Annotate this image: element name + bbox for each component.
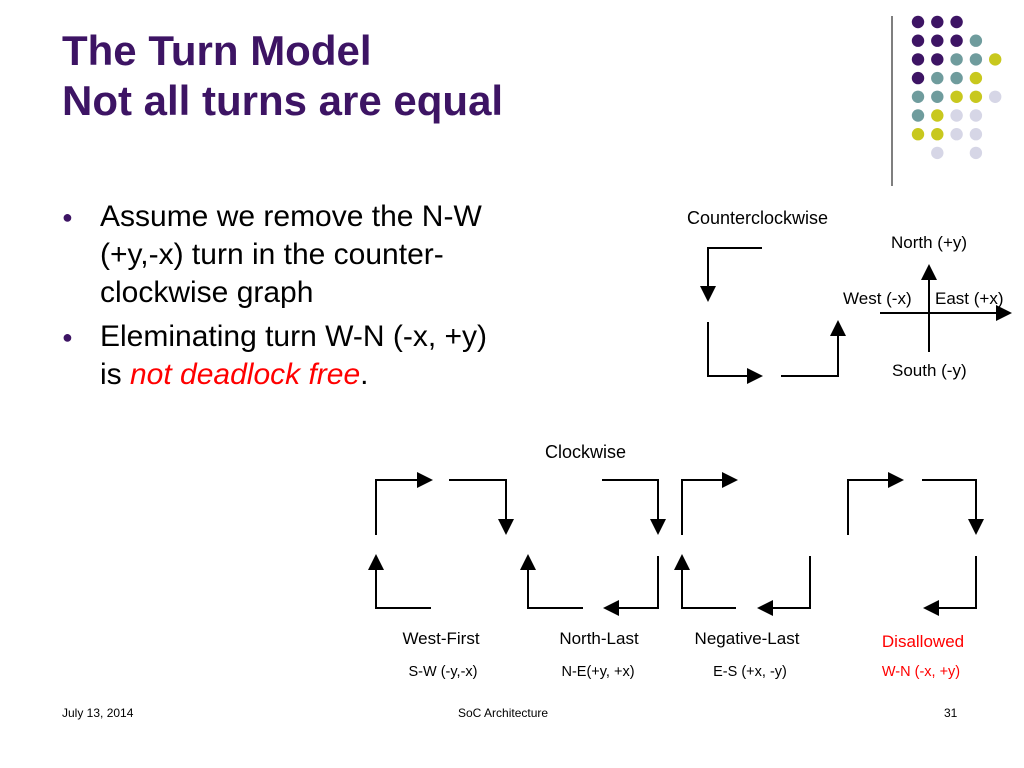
decorative-dot [950, 90, 963, 104]
dis-arrow-top-right [922, 479, 984, 535]
decorative-dot [931, 53, 944, 66]
dis-arrow-bottom-right [923, 556, 977, 616]
ngl-arrow-bottom-right [757, 556, 811, 616]
model-name-west-first: West-First [402, 629, 480, 648]
bullet-list: ● Assume we remove the N-W (+y,-x) turn … [62, 198, 512, 400]
bullet-text-2: Eleminating turn W-N (-x, +y) is not dea… [100, 318, 512, 394]
slide-title: The Turn Model Not all turns are equal [62, 26, 503, 126]
model-name-negative-last: Negative-Last [694, 629, 800, 648]
ccw-arrow-east-north [781, 320, 846, 377]
nl-arrow-bottom-right [603, 556, 659, 616]
decorative-dot [969, 34, 983, 47]
model-turn-negative-last: E-S (+x, -y) [713, 664, 787, 680]
ccw-arrow-south-east [707, 322, 763, 384]
decorative-dot [931, 90, 944, 104]
decorative-dot [931, 15, 944, 29]
model-turn-north-last: N-E(+y, +x) [561, 664, 635, 680]
counterclockwise-diagram [700, 247, 846, 384]
decorative-dot [911, 53, 925, 66]
clockwise-label: Clockwise [545, 442, 627, 462]
title-line-2: Not all turns are equal [62, 77, 504, 124]
compass-north-label: North (+y) [891, 233, 968, 252]
decorative-dot [950, 71, 963, 85]
wf-arrow-bottom-left [368, 554, 431, 609]
ccw-arrow-west-south [700, 247, 762, 302]
wf-arrow-top-left [375, 472, 433, 535]
ngl-arrow-bottom-left [674, 554, 736, 609]
model-name-north-last: North-Last [559, 629, 639, 648]
west-first-diagram [368, 472, 514, 609]
footer-page-number: 31 [944, 706, 958, 720]
decorative-dot [931, 34, 944, 47]
dis-arrow-top-left [847, 472, 904, 535]
compass-west-label: West (-x) [843, 289, 912, 308]
model-turn-disallowed: W-N (-x, +y) [881, 664, 961, 680]
ngl-arrow-top-left [681, 472, 738, 535]
disallowed-diagram [847, 472, 984, 616]
nl-arrow-top-right [602, 479, 666, 535]
decorative-dot [931, 71, 944, 85]
decorative-dot [969, 109, 983, 122]
bullet-text-1: Assume we remove the N-W (+y,-x) turn in… [100, 200, 482, 309]
model-turn-west-first: S-W (-y,-x) [408, 664, 478, 680]
decorative-vertical-line [891, 16, 893, 186]
north-last-diagram [520, 479, 666, 616]
title-line-1: The Turn Model [62, 27, 372, 74]
bullet-item-2: ● Eleminating turn W-N (-x, +y) is not d… [62, 318, 512, 394]
decorative-dot [931, 146, 944, 160]
decorative-dot [969, 146, 983, 160]
counterclockwise-label: Counterclockwise [687, 208, 829, 228]
decorative-dot [931, 128, 944, 141]
decorative-dot [950, 53, 963, 66]
bullet-emphasis: not deadlock free [130, 358, 361, 391]
decorative-dot [950, 34, 963, 47]
nl-arrow-bottom-left [520, 554, 583, 609]
decorative-dot [931, 109, 944, 122]
decorative-dot [969, 71, 983, 85]
decorative-dot [989, 53, 1002, 66]
decorative-dot [989, 90, 1002, 104]
footer-course: SoC Architecture [458, 706, 549, 720]
decorative-dot [911, 15, 925, 29]
decorative-dot [911, 128, 925, 141]
wf-arrow-top-right [449, 479, 514, 535]
bullet-item-1: ● Assume we remove the N-W (+y,-x) turn … [62, 198, 512, 312]
decorative-dot-grid [911, 15, 1002, 160]
decorative-dot [911, 34, 925, 47]
decorative-dot [911, 109, 925, 122]
decorative-dot [969, 128, 983, 141]
decorative-dot [969, 53, 983, 66]
decorative-dot [911, 90, 925, 104]
model-name-disallowed: Disallowed [881, 632, 965, 651]
bullet-text-2-lead: Eleminating turn W-N (-x, +y) is [100, 320, 488, 391]
bullet-dot-icon: ● [62, 327, 73, 347]
compass-south-label: South (-y) [892, 361, 967, 380]
decorative-dot [950, 128, 963, 141]
negative-last-diagram [674, 472, 811, 616]
decorative-dot [911, 71, 925, 85]
compass-east-label: East (+x) [935, 289, 1004, 308]
bullet-dot-icon: ● [62, 207, 73, 227]
decorative-dot [950, 15, 963, 29]
decorative-dot [969, 90, 983, 104]
footer-date: July 13, 2014 [62, 706, 134, 720]
decorative-dot [950, 109, 963, 122]
bullet-text-2-tail: . [360, 358, 369, 391]
compass-axes [880, 264, 1012, 352]
